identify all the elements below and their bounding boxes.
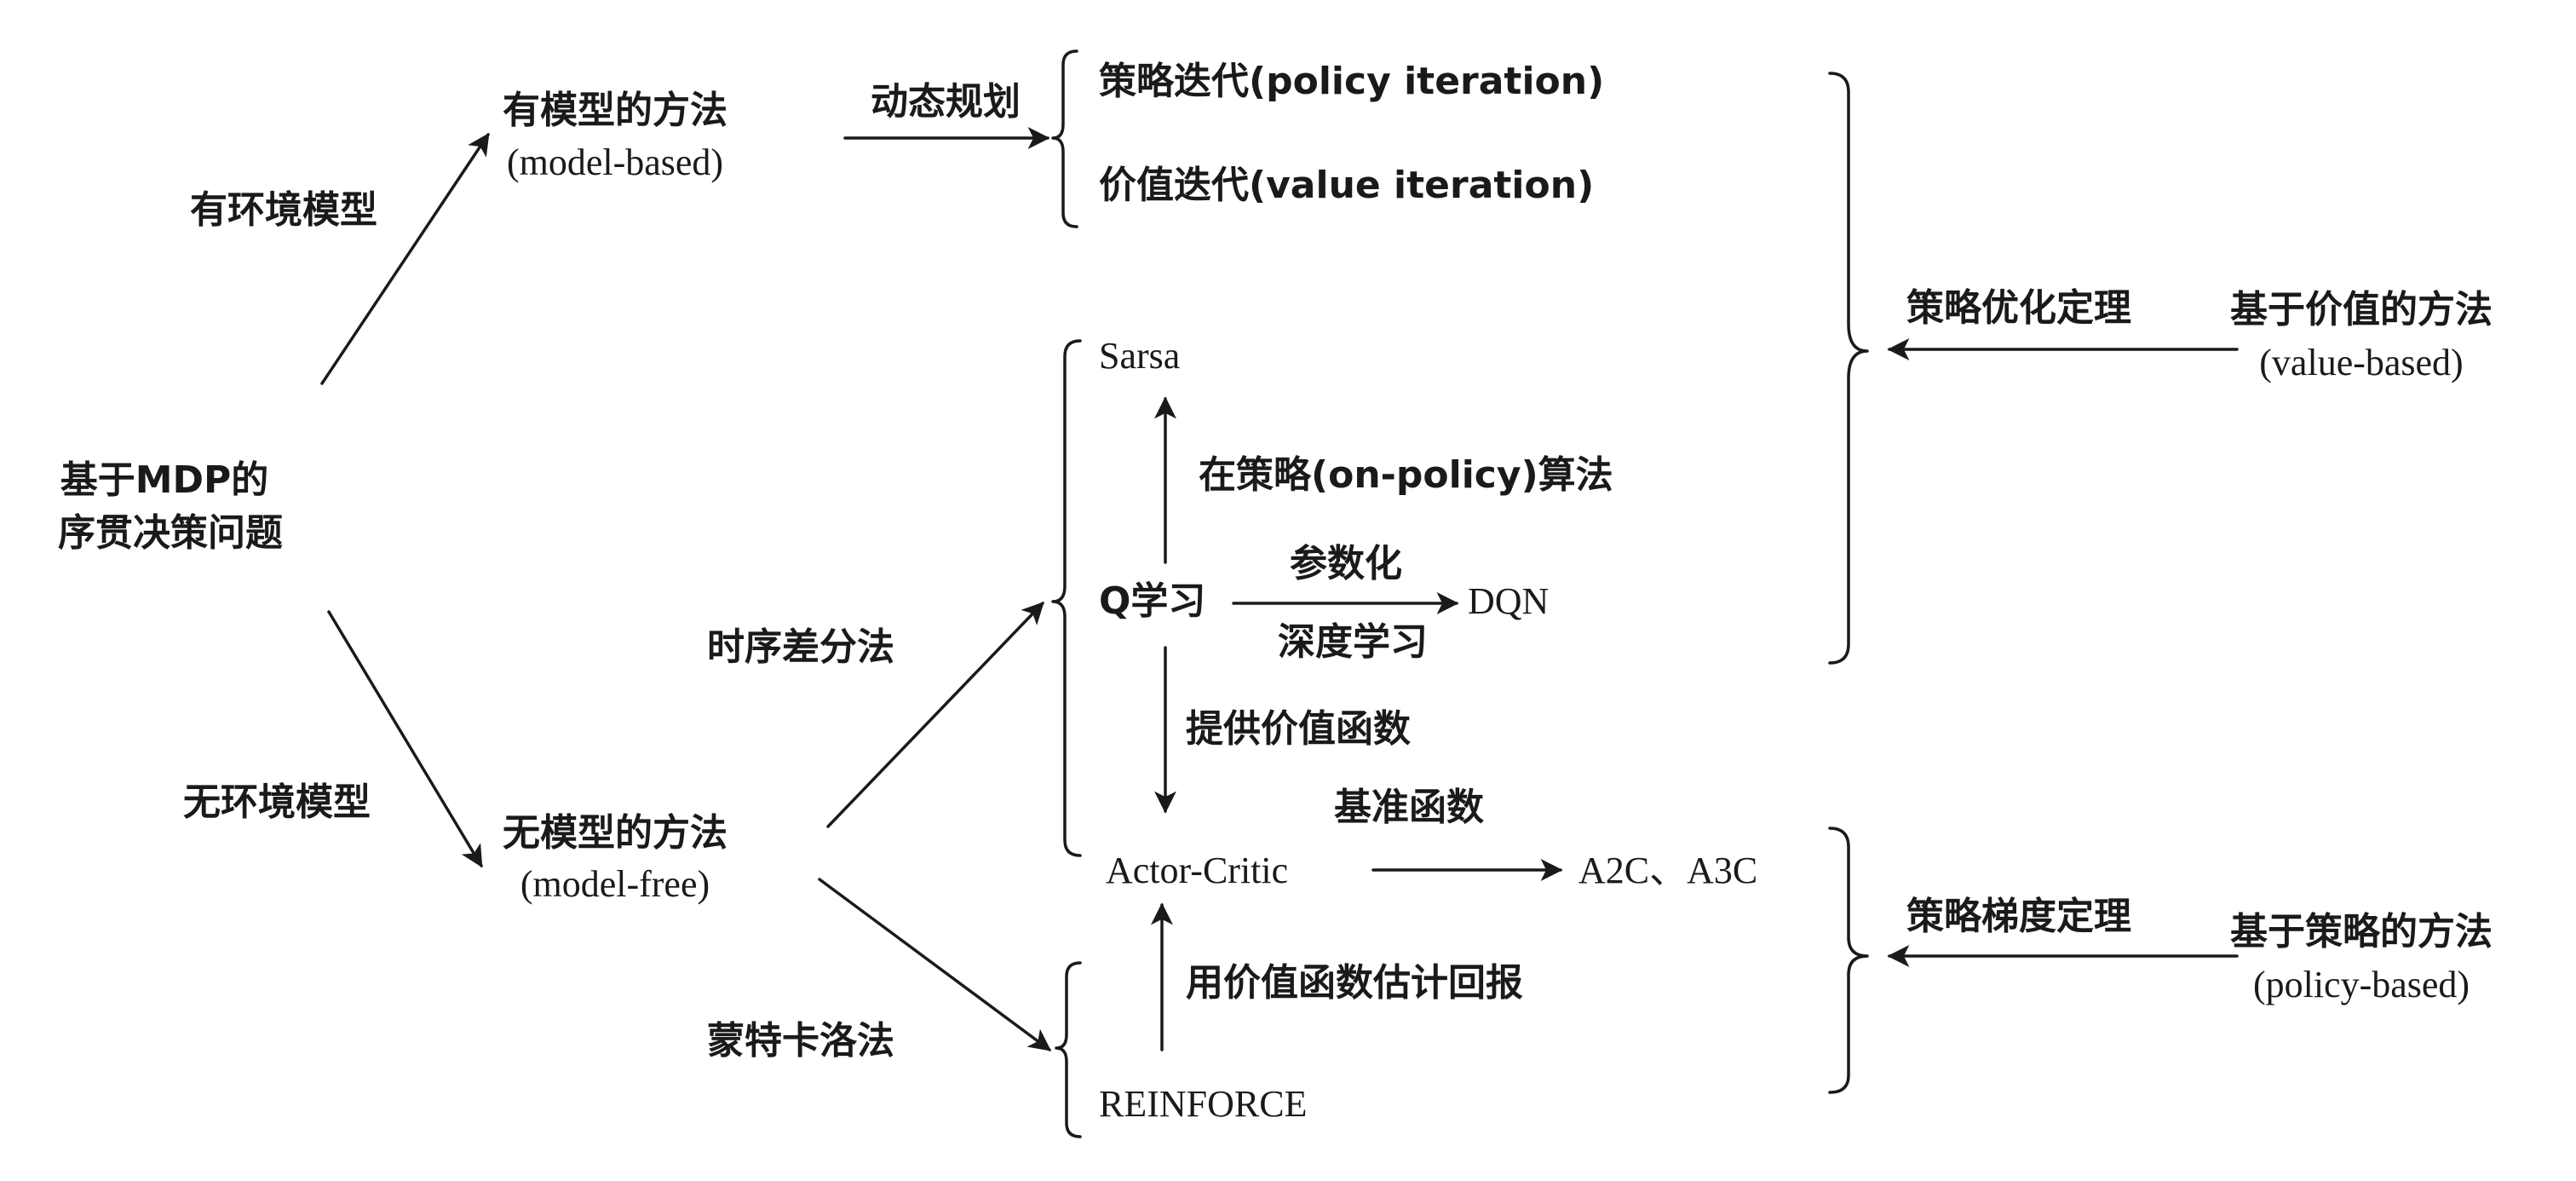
label-on-policy: 在策略(on-policy)算法 [1199,453,1613,497]
policy-iteration-node: 策略迭代(policy iteration) [1099,60,1604,103]
label-estimate-return: 用价值函数估计回报 [1186,961,1523,1005]
arrow-temporal-difference [826,602,1044,828]
label-parameterize: 参数化 [1290,542,1402,585]
arrow-monte-carlo [818,878,1052,1051]
actor-critic-node: Actor-Critic [1106,850,1288,891]
label-deep-learning: 深度学习 [1278,620,1428,664]
q-learning-node: Q学习 [1099,579,1205,623]
label-dynamic-programming: 动态规划 [871,80,1021,124]
a2c-a3c-node: A2C、A3C [1578,850,1757,891]
model-based-line1: 有模型的方法 [503,89,727,132]
arrow-root-to-model-based [320,132,490,385]
dqn-node: DQN [1468,580,1549,622]
model-free-line2: (model-free) [520,863,710,905]
label-baseline-function: 基准函数 [1334,786,1484,829]
label-with-env-model: 有环境模型 [190,188,377,232]
model-free-node: 无模型的方法 (model-free) [503,811,727,905]
brace-temporal-difference [1051,339,1082,857]
policy-based-line2: (policy-based) [2253,964,2470,1005]
sarsa-node: Sarsa [1099,335,1180,377]
root-node-line2: 序贯决策问题 [58,511,283,555]
label-temporal-difference: 时序差分法 [707,625,894,669]
root-node-line1: 基于MDP的 [60,458,269,502]
model-based-line2: (model-based) [507,141,723,183]
root-node: 基于MDP的 序贯决策问题 [58,458,283,555]
value-based-line1: 基于价值的方法 [2230,288,2493,331]
policy-based-line1: 基于策略的方法 [2230,910,2493,953]
value-based-node: 基于价值的方法 (value-based) [2230,288,2493,383]
label-policy-gradient-theorem: 策略梯度定理 [1906,895,2131,938]
policy-based-node: 基于策略的方法 (policy-based) [2230,910,2493,1005]
label-provide-value-function: 提供价值函数 [1186,707,1411,751]
label-without-env-model: 无环境模型 [183,781,371,824]
brace-monte-carlo [1055,961,1082,1138]
brace-value-based [1828,72,1869,665]
model-free-line1: 无模型的方法 [503,811,727,855]
value-based-line2: (value-based) [2259,342,2463,383]
reinforce-node: REINFORCE [1099,1083,1307,1125]
label-policy-improvement-theorem: 策略优化定理 [1906,286,2131,330]
model-based-node: 有模型的方法 (model-based) [503,89,727,183]
value-iteration-node: 价值迭代(value iteration) [1099,164,1594,207]
brace-planning [1051,49,1078,228]
label-monte-carlo: 蒙特卡洛法 [707,1019,894,1063]
arrow-root-to-model-free [327,610,483,868]
brace-policy-based [1828,827,1869,1094]
